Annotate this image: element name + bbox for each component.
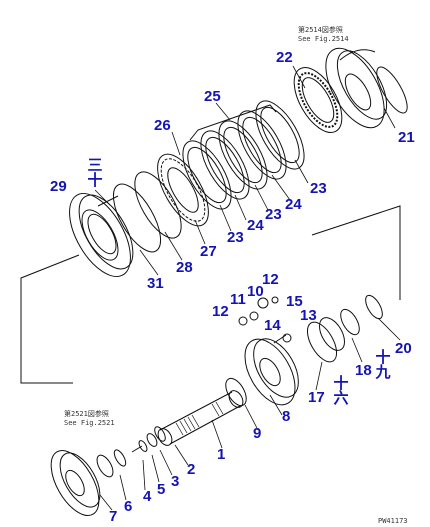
reference-line-jp: 第2521図参照	[64, 410, 109, 418]
reference-line-en: See Fig.2514	[298, 35, 349, 43]
small-parts	[238, 296, 292, 344]
callout-6: 6	[124, 498, 133, 515]
callout-15: 15	[286, 293, 303, 310]
boundary-right	[311, 205, 401, 300]
bracket-25	[189, 104, 277, 141]
callout-14: 14	[264, 317, 281, 334]
leader-lines	[94, 65, 401, 511]
callout-28: 28	[176, 259, 193, 276]
callout-3: 3	[171, 473, 180, 490]
pin-30	[97, 195, 119, 207]
boundary-left	[20, 254, 80, 384]
cover-7	[50, 450, 101, 516]
shaft-1	[157, 390, 244, 446]
ring-gear-22	[293, 67, 343, 133]
callout-23: 23	[310, 180, 327, 197]
kanji-char: 三	[87, 156, 103, 174]
callout-18: 18	[355, 362, 372, 379]
callout-24: 24	[285, 196, 302, 213]
callout-12: 12	[212, 303, 229, 320]
callout-27: 27	[200, 243, 217, 260]
callout-8: 8	[282, 408, 291, 425]
clutch-disc-stack	[182, 100, 305, 210]
carrier-8	[244, 338, 299, 406]
reference-note-top: 第2514図参照 See Fig.2514	[298, 26, 349, 44]
callout-2: 2	[187, 461, 196, 478]
bearing-13	[319, 317, 345, 351]
callout-20: 20	[395, 340, 412, 357]
callout-9: 9	[253, 425, 262, 442]
snap-ring-20	[365, 294, 383, 320]
gear-17	[306, 321, 338, 363]
callout-13: 13	[300, 307, 317, 324]
reference-line-jp: 第2514図参照	[298, 26, 343, 34]
housing-29	[69, 193, 134, 277]
kanji-char: 九	[375, 363, 391, 381]
hub-part	[325, 47, 388, 129]
callout-12: 12	[262, 271, 279, 288]
reference-note-bottom: 第2521図参照 See Fig.2521	[64, 410, 115, 428]
kanji-char: 十	[375, 348, 391, 366]
callout-31: 31	[147, 275, 164, 292]
reference-line-en: See Fig.2521	[64, 419, 115, 427]
callout-23: 23	[227, 229, 244, 246]
callout-4: 4	[143, 488, 152, 505]
callout-16-kanji: 十 六	[332, 376, 350, 406]
callout-25: 25	[204, 88, 221, 105]
collar-9	[225, 377, 247, 407]
kanji-char: 十	[87, 171, 103, 189]
kanji-char: 十	[333, 374, 349, 392]
callout-29: 29	[50, 178, 67, 195]
callout-21: 21	[398, 129, 415, 146]
callout-17: 17	[308, 389, 325, 406]
callout-1: 1	[217, 446, 226, 463]
seal-28	[134, 171, 182, 239]
callout-26: 26	[154, 117, 171, 134]
drawing-code: PW41173	[378, 517, 408, 525]
callout-19-kanji: 十 九	[374, 350, 392, 380]
piston-26	[157, 153, 209, 227]
callout-22: 22	[276, 49, 293, 66]
callout-30-kanji: 三 十	[86, 158, 104, 188]
callout-7: 7	[109, 508, 118, 525]
callout-24: 24	[247, 217, 264, 234]
callout-11: 11	[230, 291, 246, 308]
callout-5: 5	[157, 481, 166, 498]
callout-10: 10	[247, 283, 264, 300]
callout-23: 23	[265, 206, 282, 223]
front-parts	[96, 426, 166, 478]
seal-31	[112, 183, 162, 253]
kanji-char: 六	[333, 389, 349, 407]
washer-18	[340, 308, 360, 336]
snap-ring-21	[376, 66, 408, 114]
